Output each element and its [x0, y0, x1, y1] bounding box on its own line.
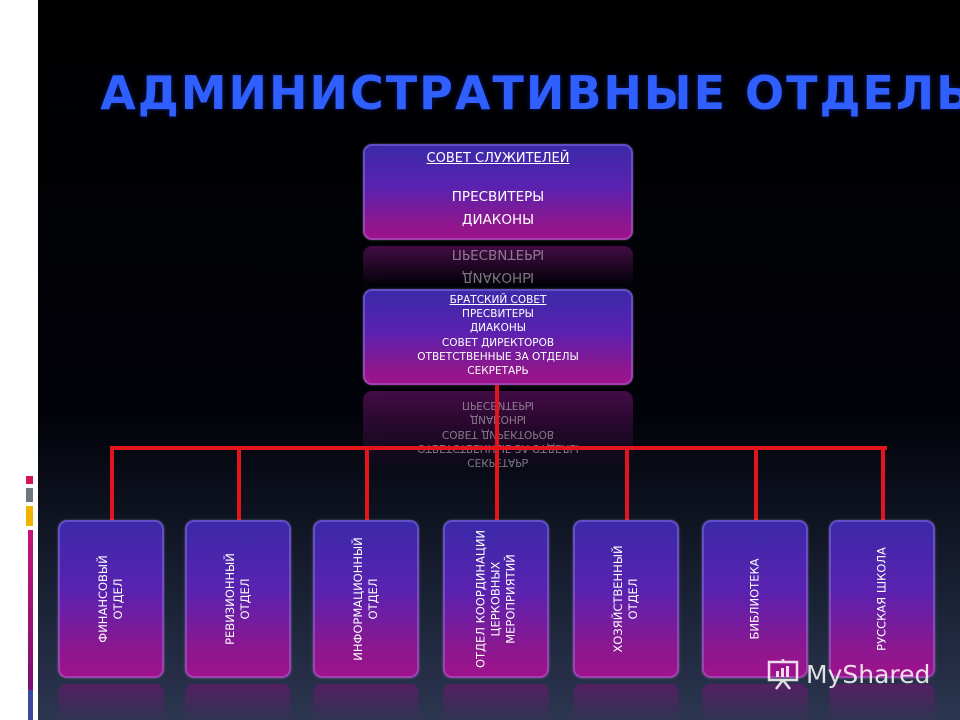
dept-reflection [58, 684, 164, 720]
dept-library-label: БИБЛИОТЕКА [747, 558, 762, 640]
dept-russian-school-box: РУССКАЯ ШКОЛА [829, 520, 935, 678]
watermark: MyShared [766, 656, 930, 692]
council-heading: СОВЕТ СЛУЖИТЕЛЕЙ [426, 151, 570, 166]
slide: АДМИНИСТРАТИВНЫЕ ОТДЕЛЫ СОВЕТ СЛУЖИТЕЛЕЙ… [38, 0, 960, 720]
slide-title: АДМИНИСТРАТИВНЫЕ ОТДЕЛЫ [100, 66, 960, 120]
council-line-presbyters: ПРЕСВИТЕРЫ [451, 189, 545, 205]
decor-stripe-pink-2 [28, 530, 33, 690]
brotherly-line: СЕКРЕТАРЬ [467, 365, 529, 378]
presentation-icon [767, 659, 799, 690]
dept-russian-school-label: РУССКАЯ ШКОЛА [874, 547, 889, 651]
decor-stripe-blue [28, 690, 33, 720]
watermark-text: MyShared [806, 659, 931, 689]
connector-drop-6 [754, 446, 758, 520]
connector-horizontal [110, 446, 887, 450]
brotherly-line: ПРЕСВИТЕРЫ [462, 308, 534, 321]
brotherly-line: ДИАКОНЫ [469, 322, 527, 335]
council-reflection-line: ПРЕСВИТЕРЫ [451, 246, 545, 262]
connector-drop-5 [625, 446, 629, 520]
dept-reflection [573, 684, 679, 720]
dept-maintenance-label: ХОЗЯЙСТВЕННЫЙ ОТДЕЛ [611, 545, 640, 653]
connector-vertical-main [495, 385, 499, 520]
dept-coordination-label: ОТДЕЛ КООРДИНАЦИИ ЦЕРКОВНЫХ МЕРОПРИЯТИЙ [473, 529, 518, 669]
council-reflection: ДИАКОНЫ ПРЕСВИТЕРЫ [363, 246, 633, 286]
dept-reflection [313, 684, 419, 720]
connector-drop-2 [237, 446, 241, 520]
brotherly-heading: БРАТСКИЙ СОВЕТ [449, 294, 547, 306]
connector-drop-1 [110, 446, 114, 520]
dept-finance-box: ФИНАНСОВЫЙ ОТДЕЛ [58, 520, 164, 678]
dept-audit-box: РЕВИЗИОННЫЙ ОТДЕЛ [185, 520, 291, 678]
dept-info-box: ИНФОРМАЦИОННЫЙ ОТДЕЛ [313, 520, 419, 678]
dept-maintenance-box: ХОЗЯЙСТВЕННЫЙ ОТДЕЛ [573, 520, 679, 678]
brotherly-council-box: БРАТСКИЙ СОВЕТ ПРЕСВИТЕРЫ ДИАКОНЫ СОВЕТ … [363, 289, 633, 385]
council-of-ministers-box: СОВЕТ СЛУЖИТЕЛЕЙ ПРЕСВИТЕРЫ ДИАКОНЫ [363, 144, 633, 240]
council-reflection-line: ДИАКОНЫ [461, 269, 535, 285]
brotherly-line: СОВЕТ ДИРЕКТОРОВ [441, 336, 555, 349]
dept-reflection [443, 684, 549, 720]
decor-stripe-yellow [26, 506, 33, 526]
connector-drop-7 [881, 446, 885, 520]
brotherly-line: ОТВЕТСТВЕННЫЕ ЗА ОТДЕЛЫ [417, 350, 579, 363]
decor-stripe-pink [26, 476, 33, 484]
dept-audit-label: РЕВИЗИОННЫЙ ОТДЕЛ [223, 553, 252, 645]
decor-stripe-gray [26, 488, 33, 502]
dept-library-box: БИБЛИОТЕКА [702, 520, 808, 678]
connector-drop-3 [365, 446, 369, 520]
dept-coordination-box: ОТДЕЛ КООРДИНАЦИИ ЦЕРКОВНЫХ МЕРОПРИЯТИЙ [443, 520, 549, 678]
council-line-deacons: ДИАКОНЫ [461, 212, 535, 228]
dept-info-label: ИНФОРМАЦИОННЫЙ ОТДЕЛ [351, 537, 380, 661]
dept-reflection [185, 684, 291, 720]
dept-finance-label: ФИНАНСОВЫЙ ОТДЕЛ [96, 555, 125, 643]
